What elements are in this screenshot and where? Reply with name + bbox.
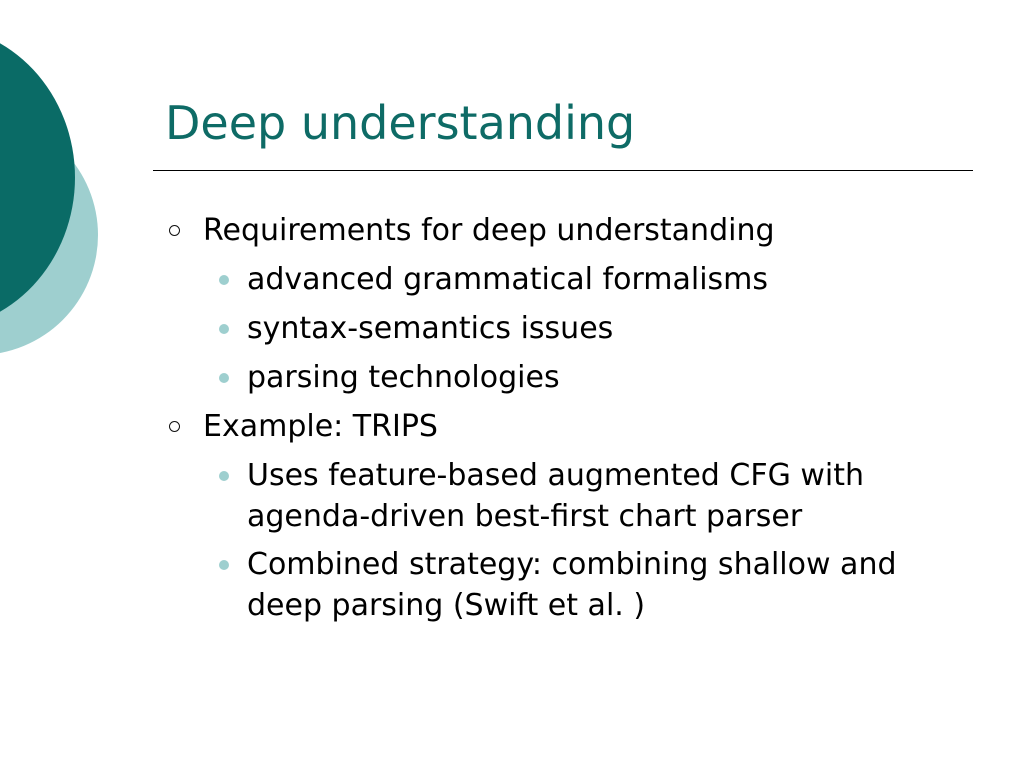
bullet-text: Example: TRIPS [203, 409, 438, 444]
bullet-list: Requirements for deep understanding adva… [165, 210, 965, 633]
bullet-level2-item: Combined strategy: combining shallow and… [219, 544, 965, 626]
bullet-text: Uses feature-based augmented CFG with ag… [247, 458, 865, 534]
bullet-level2-item: advanced grammatical formalisms [219, 259, 965, 301]
bullet-text: parsing technologies [247, 360, 560, 395]
bullet-level2-item: syntax-semantics issues [219, 308, 965, 350]
bullet-level2-item: Uses feature-based augmented CFG with ag… [219, 455, 965, 537]
title-divider [153, 170, 973, 171]
bullet-text: Requirements for deep understanding [203, 213, 775, 248]
hollow-circle-bullet-icon [169, 225, 180, 236]
dot-bullet-icon [219, 324, 229, 334]
dot-bullet-icon [219, 560, 229, 570]
bullet-level1-requirements: Requirements for deep understanding [165, 210, 965, 252]
bullet-text: advanced grammatical formalisms [247, 262, 769, 297]
bullet-text: syntax-semantics issues [247, 311, 614, 346]
hollow-circle-bullet-icon [169, 421, 180, 432]
dot-bullet-icon [219, 373, 229, 383]
bullet-level1-example: Example: TRIPS [165, 406, 965, 448]
bullet-level2-item: parsing technologies [219, 357, 965, 399]
slide-title: Deep understanding [165, 96, 636, 150]
dot-bullet-icon [219, 275, 229, 285]
dot-bullet-icon [219, 471, 229, 481]
bullet-text: Combined strategy: combining shallow and… [247, 547, 897, 623]
